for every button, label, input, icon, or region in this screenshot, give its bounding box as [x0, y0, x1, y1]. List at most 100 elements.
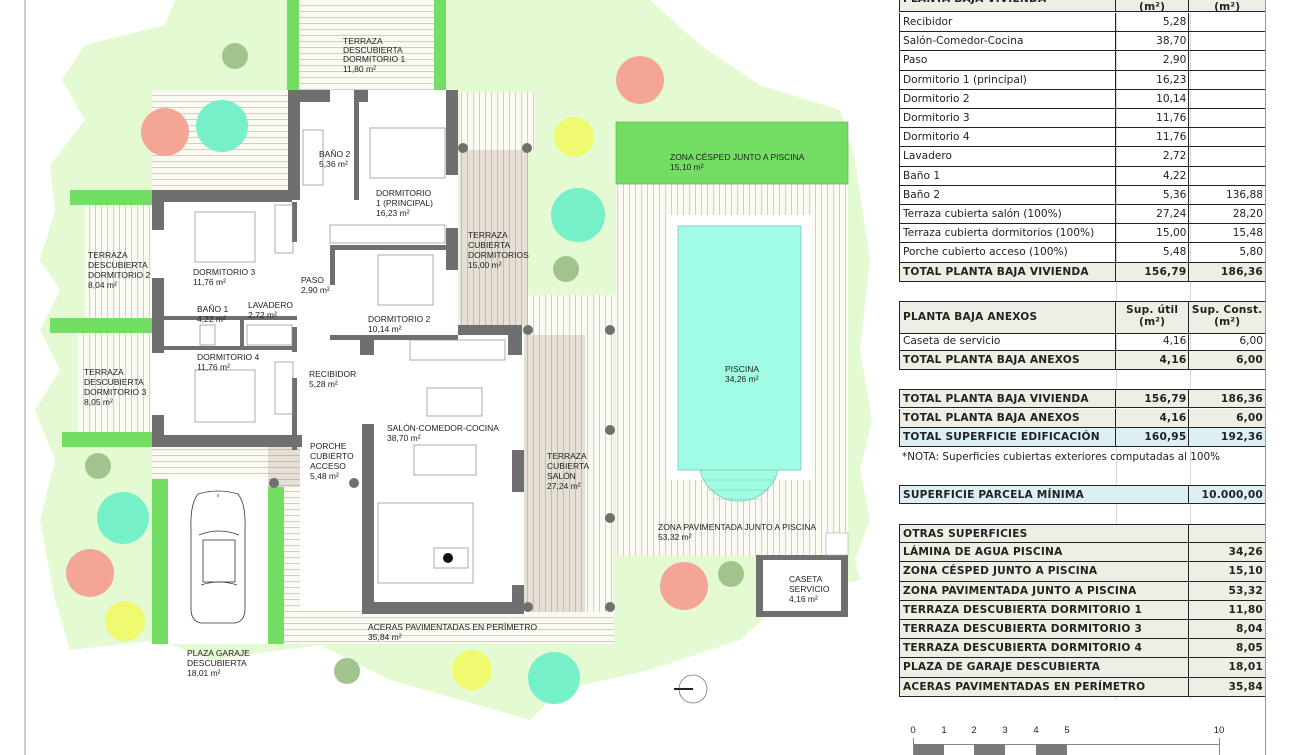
svg-text:DESCUBIERTA: DESCUBIERTA — [187, 658, 247, 668]
svg-text:CUBIERTO: CUBIERTO — [310, 451, 354, 461]
scale-tick: 1 — [941, 725, 947, 736]
covered-terrace-salon — [523, 335, 585, 612]
svg-text:15,10 m²: 15,10 m² — [670, 162, 704, 172]
svg-text:34,26 m²: 34,26 m² — [725, 374, 759, 384]
svg-text:2,72 m²: 2,72 m² — [248, 310, 277, 320]
svg-text:5,36 m²: 5,36 m² — [319, 159, 348, 169]
svg-text:4,22 m²: 4,22 m² — [197, 314, 226, 324]
svg-text:PASO: PASO — [301, 275, 324, 285]
svg-text:DORMITORIO 3: DORMITORIO 3 — [193, 267, 255, 277]
garage-space — [168, 479, 268, 644]
svg-text:35,84 m²: 35,84 m² — [368, 632, 402, 642]
svg-text:PLAZA GARAJE: PLAZA GARAJE — [187, 648, 250, 658]
lawn-by-pool — [615, 121, 849, 185]
north-arrow-icon — [674, 674, 708, 704]
svg-text:TERRAZA: TERRAZA — [547, 451, 587, 461]
svg-text:CASETA: CASETA — [789, 574, 823, 584]
svg-text:18,01 m²: 18,01 m² — [187, 668, 221, 678]
svg-text:BAÑO 2: BAÑO 2 — [319, 149, 350, 159]
col-util-unit: (m²) — [1139, 316, 1166, 328]
vivienda-header: PLANTA BAJA VIVIENDA (m²) (m²) — [899, 0, 1266, 13]
covered-terrace-bedrooms — [460, 150, 528, 325]
table-row: Terraza cubierta dormitorios (100%)15,00… — [899, 224, 1266, 244]
svg-text:ZONA CÉSPED JUNTO A PISCINA: ZONA CÉSPED JUNTO A PISCINA — [670, 152, 805, 162]
svg-text:16,23 m²: 16,23 m² — [376, 208, 410, 218]
svg-text:SALÓN: SALÓN — [547, 471, 576, 481]
svg-text:38,70 m²: 38,70 m² — [387, 433, 421, 443]
svg-text:5,48 m²: 5,48 m² — [310, 471, 339, 481]
col-const-unit: (m²) — [1214, 316, 1241, 328]
anexos-header: PLANTA BAJA ANEXOS Sup. útil (m²) Sup. C… — [899, 301, 1266, 334]
svg-text:SALÓN-COMEDOR-COCINA: SALÓN-COMEDOR-COCINA — [387, 423, 499, 433]
svg-text:DORMITORIO 4: DORMITORIO 4 — [197, 352, 259, 362]
svg-text:ACERAS PAVIMENTADAS EN PERÍMET: ACERAS PAVIMENTADAS EN PERÍMETRO — [368, 622, 537, 632]
scale-tick: 0 — [910, 725, 916, 736]
scale-tick: 5 — [1064, 725, 1070, 736]
svg-text:DESCUBIERTA: DESCUBIERTA — [88, 260, 148, 270]
scale-tick: 10 — [1213, 725, 1225, 736]
page-border-right — [1265, 0, 1266, 755]
svg-text:PISCINA: PISCINA — [725, 364, 759, 374]
sidewalk — [284, 612, 614, 644]
svg-text:DESCUBIERTA: DESCUBIERTA — [343, 45, 403, 55]
svg-text:TERRAZA: TERRAZA — [88, 250, 128, 260]
svg-text:11,80 m²: 11,80 m² — [343, 64, 376, 74]
col-const-label: Sup. Const. — [1191, 304, 1263, 316]
col-util-label: Sup. útil — [1126, 304, 1179, 316]
svg-text:LAVADERO: LAVADERO — [248, 300, 293, 310]
svg-text:CUBIERTA: CUBIERTA — [547, 461, 590, 471]
table-row: Dormitorio 1 (principal)16,23 — [899, 70, 1266, 90]
svg-text:5,28 m²: 5,28 m² — [309, 379, 338, 389]
svg-text:BAÑO 1: BAÑO 1 — [197, 304, 228, 314]
svg-text:PORCHE: PORCHE — [310, 441, 347, 451]
svg-text:DORMITORIO: DORMITORIO — [376, 188, 431, 198]
scale-tick: 4 — [1033, 725, 1039, 736]
pool — [677, 225, 802, 471]
svg-text:2,90 m²: 2,90 m² — [301, 285, 330, 295]
surface-tables: PLANTA BAJA VIVIENDA (m²) (m²) Recibidor… — [899, 0, 1266, 755]
note-text: *NOTA: Superficies cubiertas exteriores … — [902, 451, 1220, 463]
svg-text:8,04 m²: 8,04 m² — [88, 280, 117, 290]
svg-text:TERRAZA: TERRAZA — [468, 230, 508, 240]
svg-text:DORMITORIO 2: DORMITORIO 2 — [88, 270, 150, 280]
scale-bar: 0 1 2 3 4 5 10 — [910, 720, 1230, 755]
terrace-bedroom1 — [298, 0, 434, 90]
svg-text:CUBIERTA: CUBIERTA — [468, 240, 511, 250]
plant-icon — [443, 553, 453, 563]
furniture — [194, 127, 506, 584]
svg-text:27,24 m²: 27,24 m² — [547, 481, 581, 491]
trees — [66, 43, 744, 704]
other-surfaces-header: OTRAS SUPERFICIES — [899, 524, 1266, 544]
scale-tick: 3 — [1002, 725, 1008, 736]
scale-tick: 2 — [971, 725, 977, 736]
svg-text:ACCESO: ACCESO — [310, 461, 346, 471]
svg-text:ZONA PAVIMENTADA JUNTO A PISCI: ZONA PAVIMENTADA JUNTO A PISCINA — [658, 522, 816, 532]
svg-text:1 (PRINCIPAL): 1 (PRINCIPAL) — [376, 198, 433, 208]
svg-text:10,14 m²: 10,14 m² — [368, 324, 402, 334]
house — [152, 90, 524, 610]
svg-text:11,76 m²: 11,76 m² — [193, 277, 226, 287]
car-icon — [190, 490, 246, 624]
walls — [152, 90, 524, 614]
